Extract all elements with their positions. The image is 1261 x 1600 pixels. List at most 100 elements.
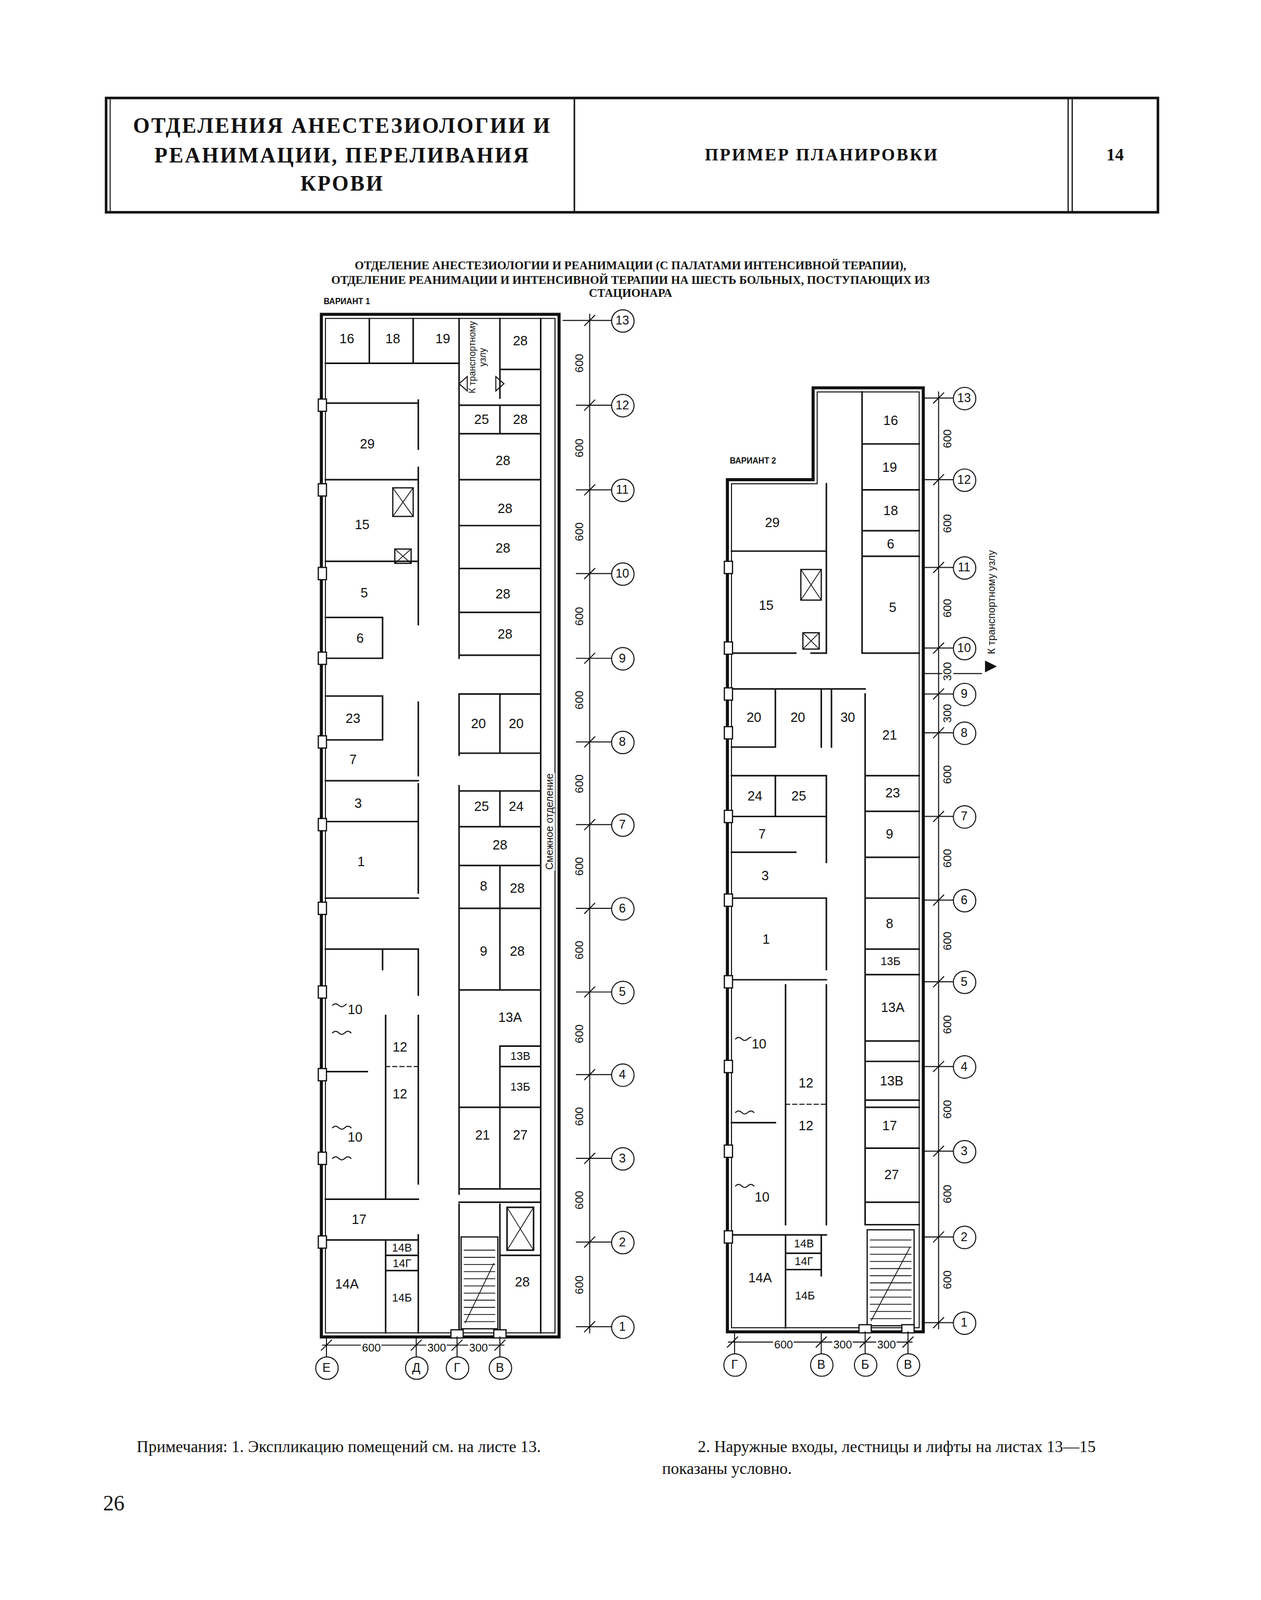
axis-label: 1	[960, 1316, 968, 1329]
axis-label: 2	[619, 1235, 626, 1248]
dimension: 300	[468, 1342, 489, 1354]
axis-bubble: Г	[722, 1352, 747, 1376]
title-block-frame	[106, 97, 1158, 212]
dimension: 600	[573, 1105, 586, 1127]
dimension-lines-variant-1	[321, 314, 611, 1357]
room-number: 7	[348, 752, 358, 766]
axis-label: 4	[619, 1068, 626, 1081]
room-number: 28	[494, 453, 512, 467]
room-number: 20	[745, 710, 763, 724]
title-block-cell: 14	[1073, 98, 1157, 212]
room-number: 12	[797, 1075, 815, 1089]
axis-bubble: 12	[952, 467, 976, 491]
axis-label: 1	[619, 1320, 626, 1333]
room-number: 28	[508, 944, 526, 958]
axis-bubble: 4	[952, 1054, 976, 1078]
dimension: 600	[573, 772, 586, 794]
room-number: 10	[346, 1129, 364, 1143]
room-number: 3	[353, 796, 363, 810]
room-number: 8	[478, 878, 489, 892]
axis-label: В	[495, 1360, 504, 1374]
variant-label: ВАРИАНТ 1	[322, 297, 372, 307]
room-number: 7	[757, 826, 767, 840]
axis-label: 10	[957, 641, 972, 655]
axis-bubble: 6	[952, 888, 976, 912]
axis-label: Д	[411, 1360, 421, 1374]
room-number: 28	[494, 541, 512, 555]
dimension: 600	[573, 605, 586, 627]
room-number: 19	[881, 460, 899, 474]
axis-label: 11	[615, 483, 629, 497]
axis-label: 5	[619, 985, 626, 999]
axis-bubble: 11	[610, 477, 635, 502]
dimension: 600	[573, 521, 586, 542]
axis-bubble: 10	[610, 561, 635, 586]
axis-bubble: 7	[952, 804, 976, 828]
axis-bubble: В	[809, 1352, 834, 1376]
axis-bubble: Е	[314, 1355, 339, 1379]
axis-bubble: 9	[610, 646, 635, 670]
room-number: 8	[885, 916, 895, 930]
axis-bubble: 7	[610, 812, 635, 837]
room-number: 25	[790, 789, 807, 803]
axis-label: 8	[619, 735, 626, 749]
axis-bubble: 13	[610, 308, 635, 333]
dimension: 600	[942, 428, 954, 450]
room-number: 18	[882, 503, 900, 517]
room-number: 17	[350, 1212, 368, 1226]
axis-bubble: Б	[853, 1352, 877, 1376]
axis-bubble: Г	[445, 1355, 469, 1379]
page-number: 26	[102, 1492, 126, 1515]
axis-bubble: В	[488, 1355, 512, 1379]
room-number: 10	[750, 1037, 768, 1051]
room-number: 28	[511, 334, 529, 348]
room-number: 25	[473, 799, 490, 813]
axis-bubble: 5	[610, 979, 635, 1004]
axis-bubble: 2	[610, 1229, 635, 1254]
dimension: 600	[942, 1013, 954, 1034]
axis-bubble: 5	[952, 969, 976, 994]
dimension: 600	[573, 1022, 586, 1044]
room-number: 14Г	[391, 1257, 413, 1269]
dimension: 600	[573, 1273, 586, 1295]
axis-label: 12	[957, 473, 972, 486]
room-number: 25	[473, 412, 490, 426]
room-number: 9	[885, 826, 895, 840]
room-number: 5	[888, 600, 898, 614]
axis-label: В	[817, 1357, 826, 1371]
axis-label: 7	[960, 810, 968, 823]
room-number: 14В	[391, 1242, 413, 1254]
room-number: 13А	[497, 1010, 523, 1024]
room-number: 9	[478, 944, 489, 958]
dimension: 300	[876, 1339, 898, 1351]
room-number: 28	[508, 880, 526, 894]
dimension: 600	[573, 1189, 586, 1210]
room-number: 13А	[879, 1000, 906, 1014]
axis-bubble: 3	[952, 1139, 976, 1163]
room-number: 14В	[792, 1238, 815, 1250]
room-number: 13Б	[509, 1080, 532, 1093]
axis-bubble: 8	[952, 720, 976, 745]
room-number: 23	[344, 711, 362, 725]
room-number: 10	[346, 1002, 364, 1016]
axis-label: 13	[957, 391, 972, 405]
dimension: 600	[942, 847, 954, 869]
title-block-text: ПРИМЕР ПЛАНИРОВКИ	[704, 143, 939, 168]
room-number: 24	[746, 789, 764, 803]
axis-bubble: 9	[952, 682, 976, 706]
room-number: 14А	[747, 1270, 773, 1284]
plan-variant-2	[724, 387, 996, 1333]
axis-label: 7	[619, 818, 626, 831]
axis-label: 3	[960, 1144, 968, 1158]
axis-label: 12	[615, 398, 629, 412]
axis-bubble: 1	[952, 1310, 976, 1334]
room-number: 27	[883, 1167, 900, 1181]
room-number: 19	[434, 332, 451, 346]
dimension: 600	[573, 855, 586, 877]
dimension: 300	[942, 660, 954, 682]
axis-bubble: 13	[952, 386, 976, 410]
dimension: 600	[942, 763, 954, 785]
room-number: 15	[353, 517, 371, 531]
axis-label: 13	[615, 314, 629, 327]
footnote: Примечания: 1. Экспликацию помещений см.…	[105, 1436, 608, 1458]
